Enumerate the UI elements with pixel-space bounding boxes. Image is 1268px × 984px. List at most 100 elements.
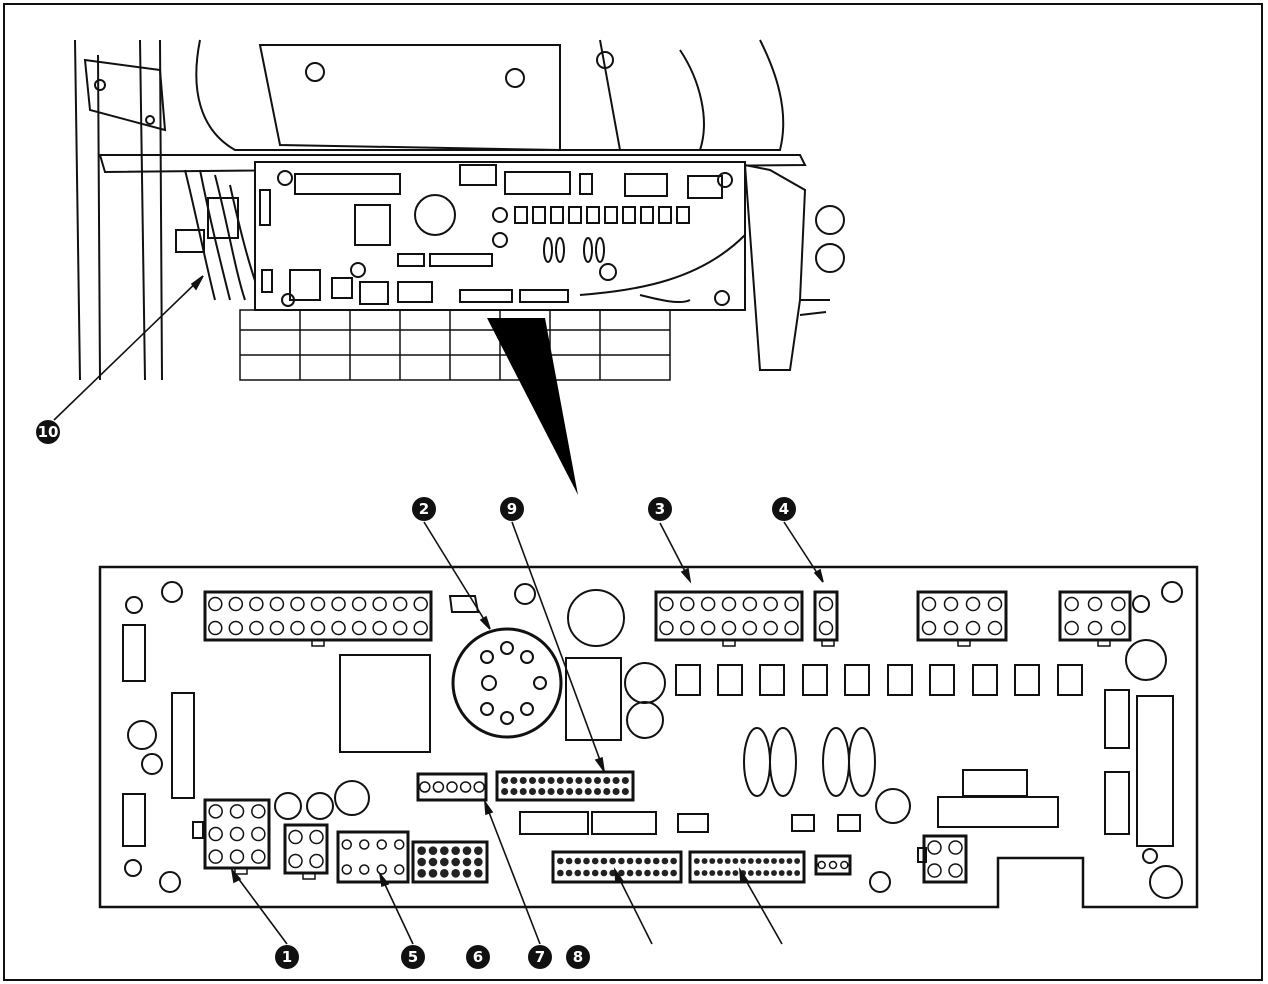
connector-bottom-a: [551, 850, 683, 884]
connector-pin: [451, 857, 460, 867]
side-mechanism: [743, 163, 807, 371]
connector-pin: [593, 787, 602, 796]
callout-8: 8: [566, 945, 590, 969]
connector-pin: [778, 858, 785, 864]
connector-pin: [618, 869, 625, 877]
connector-pin: [965, 596, 981, 612]
connector-pin: [921, 596, 937, 612]
connector-pin: [652, 869, 660, 877]
connector-tab: [302, 872, 316, 880]
connector-pin: [310, 596, 326, 612]
connector-pin: [473, 781, 485, 793]
connector-pin: [432, 781, 445, 793]
lower-cover-grid: [239, 309, 671, 381]
connector-pin: [732, 870, 739, 876]
connector-pin: [609, 857, 616, 865]
connector-pin: [818, 620, 834, 636]
connector-6: [411, 840, 489, 884]
connector-pin: [331, 596, 346, 612]
connector-bottom-right-4pin: [922, 834, 968, 884]
connector-pin: [519, 787, 527, 796]
connector-pin: [376, 864, 387, 875]
connector-housing: [688, 850, 806, 884]
connector-pin: [927, 840, 942, 855]
connector-pin: [208, 804, 223, 819]
callout-number: 7: [535, 948, 545, 966]
callout-1: 1: [275, 945, 299, 969]
connector-pin: [528, 776, 537, 785]
connector-pin: [943, 596, 959, 612]
connector-pin: [251, 826, 266, 842]
connector-pin: [229, 849, 245, 864]
connector-pin: [584, 776, 592, 785]
connector-pin: [394, 864, 405, 875]
callout-3: 3: [648, 497, 672, 521]
connector-pin: [948, 863, 963, 878]
connector-pin: [556, 776, 564, 785]
connector-pin: [451, 869, 460, 878]
connector-pin: [621, 776, 629, 785]
connector-pin: [747, 858, 754, 864]
connector-pin: [784, 620, 799, 636]
connector-pin: [661, 857, 669, 865]
connector-pin: [229, 804, 245, 819]
callout-marker: [500, 497, 524, 521]
connector-tab: [957, 639, 971, 647]
connector-pin: [755, 870, 762, 876]
connector-pin: [419, 781, 431, 793]
connector-pin: [208, 596, 223, 612]
connector-pin: [528, 787, 537, 796]
connector-pin: [987, 596, 1003, 612]
connector-pin: [575, 787, 583, 796]
connector-bottom-b: [688, 850, 806, 884]
connector-pin: [742, 620, 758, 636]
connector-pin: [717, 870, 723, 876]
connector-pin: [269, 596, 285, 612]
zoom-wedge: [487, 318, 578, 495]
callout-marker: [648, 497, 672, 521]
connector-pin: [965, 620, 981, 636]
connector-pin: [501, 787, 509, 796]
connector-pin: [428, 857, 438, 867]
callout-5: 5: [401, 945, 425, 969]
connector-pin: [574, 869, 582, 877]
callout-number: 6: [473, 948, 483, 966]
connector-pin: [1087, 620, 1103, 636]
connector-pin: [612, 776, 620, 785]
connector-pin: [288, 829, 303, 845]
connector-pin: [784, 596, 799, 612]
connector-pin: [583, 857, 590, 865]
callout-marker: [275, 945, 299, 969]
connector-pin: [1111, 596, 1126, 612]
connector-pin: [593, 776, 602, 785]
connector-pin: [987, 620, 1003, 636]
board-components: [122, 589, 1174, 880]
connector-pin: [446, 781, 458, 793]
connector-pin: [693, 870, 700, 876]
callout-marker: [412, 497, 436, 521]
connector-pin: [440, 857, 449, 867]
connector-pin: [417, 857, 426, 867]
connector-pin: [763, 870, 770, 876]
connector-pin: [459, 781, 472, 793]
connector-pin: [574, 857, 582, 865]
callout-marker: [401, 945, 425, 969]
connector-pin: [927, 863, 942, 878]
callout-9: 9: [500, 497, 524, 521]
callout-6: 6: [466, 945, 490, 969]
connector-pin: [626, 869, 634, 877]
leader-lines-bottom: [230, 521, 824, 945]
connector-pin: [763, 858, 770, 864]
connector-pin: [709, 858, 716, 864]
motor-cover: [195, 39, 785, 151]
connector-pin: [717, 858, 723, 864]
connector-pin: [794, 870, 801, 876]
callout-marker: [772, 497, 796, 521]
connector-pin: [251, 804, 266, 819]
connector-pin: [501, 776, 509, 785]
connector-pin: [288, 853, 303, 869]
connector-pin: [584, 787, 592, 796]
connector-pin: [600, 857, 608, 865]
connector-pin: [310, 620, 326, 636]
